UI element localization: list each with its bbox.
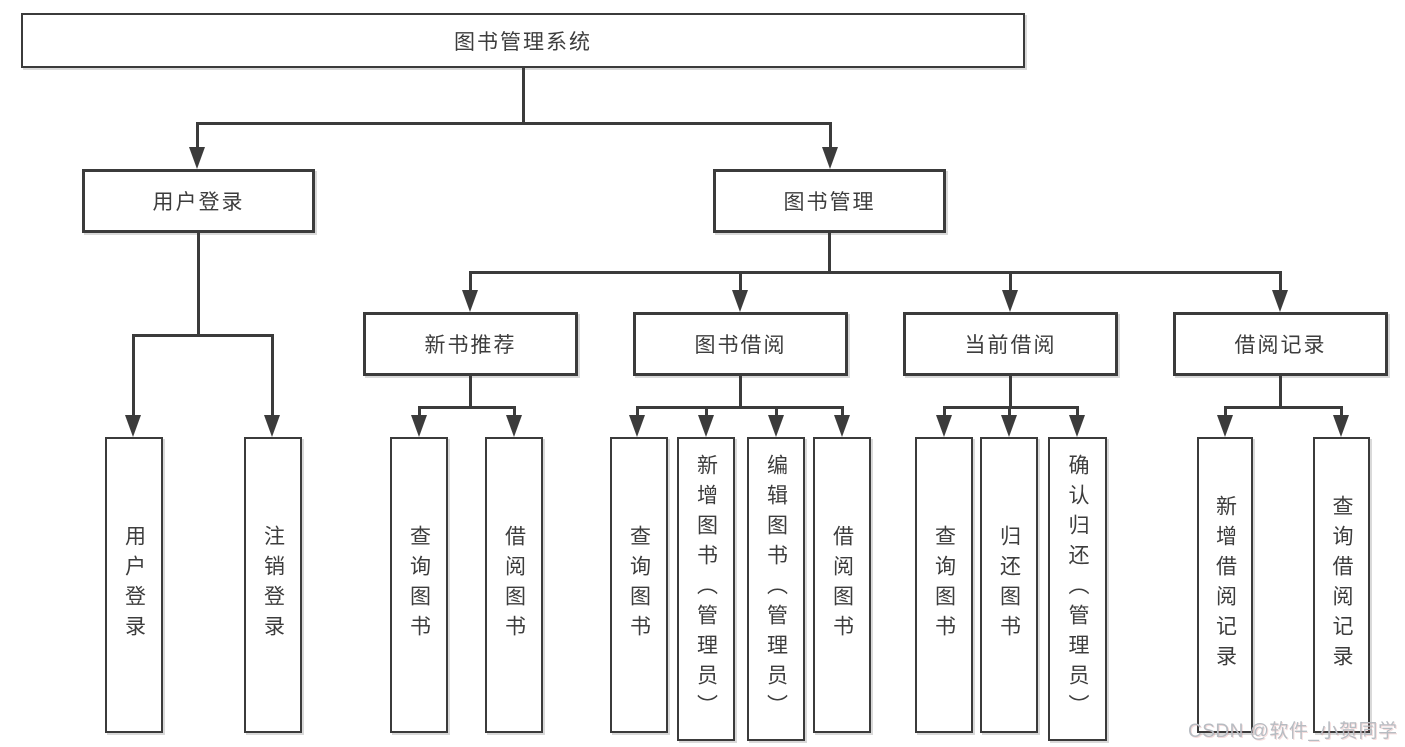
connector-drop-borrow-records-to-children-1: [1339, 407, 1343, 419]
arrow-down-icon: [768, 415, 784, 437]
node-new-book-recommend-label: 新书推荐: [424, 334, 517, 357]
connector-bar-borrow-records-to-children: [1223, 405, 1343, 409]
connector-drop-root-to-level2-1: [828, 123, 832, 151]
connector-stem-borrow-records-to-children: [1278, 376, 1282, 407]
leaf-logout-label: 注销登录: [261, 525, 285, 645]
arrow-down-icon: [264, 415, 280, 437]
leaf-borrow-books-borrow-label: 借阅图书: [830, 525, 854, 645]
connector-stem-root-to-level2: [521, 68, 525, 123]
leaf-add-book-admin-label: 新增图书（管理员）: [694, 454, 718, 724]
leaf-query-books-current-label: 查询图书: [932, 525, 956, 645]
node-user-login-label: 用户登录: [152, 191, 245, 214]
arrow-down-icon: [1069, 415, 1085, 437]
connector-drop-new-book-to-children-1: [512, 407, 516, 419]
leaf-confirm-return-admin-label: 确认归还（管理员）: [1066, 454, 1089, 724]
connector-drop-current-borrow-to-children-2: [1075, 407, 1079, 419]
connector-bar-current-borrow-to-children: [942, 405, 1079, 409]
arrow-down-icon: [936, 415, 952, 437]
arrow-down-icon: [1217, 415, 1233, 437]
connector-drop-current-borrow-to-children-1: [1007, 407, 1011, 419]
connector-drop-book-borrow-to-children-2: [774, 407, 778, 419]
connector-drop-new-book-to-children-0: [417, 407, 421, 419]
leaf-user-login-label: 用户登录: [122, 525, 146, 645]
arrow-down-icon: [125, 415, 141, 437]
node-root: 图书管理系统: [21, 13, 1025, 68]
leaf-query-borrow-record-label: 查询借阅记录: [1330, 495, 1353, 675]
arrow-down-icon: [411, 415, 427, 437]
connector-drop-book-mgmt-to-level3-0: [468, 272, 472, 294]
connector-drop-book-mgmt-to-level3-2: [1008, 272, 1012, 294]
leaf-user-login: 用户登录: [105, 437, 163, 733]
connector-stem-book-borrow-to-children: [738, 376, 742, 407]
leaf-add-book-admin: 新增图书（管理员）: [677, 437, 735, 741]
connector-drop-book-borrow-to-children-1: [704, 407, 708, 419]
connector-stem-book-mgmt-to-level3: [827, 233, 831, 272]
watermark: CSDN @软件_小贺同学: [1188, 721, 1398, 742]
connector-bar-book-borrow-to-children: [635, 405, 844, 409]
connector-drop-book-borrow-to-children-0: [635, 407, 639, 419]
leaf-query-books-borrow-label: 查询图书: [627, 525, 651, 645]
leaf-query-books-recommend-label: 查询图书: [407, 525, 431, 645]
leaf-confirm-return-admin: 确认归还（管理员）: [1048, 437, 1107, 741]
leaf-borrow-books-borrow: 借阅图书: [813, 437, 871, 733]
node-book-management: 图书管理: [713, 169, 946, 233]
node-book-borrow-label: 图书借阅: [694, 334, 787, 357]
node-root-label: 图书管理系统: [454, 30, 592, 54]
node-borrow-records-label: 借阅记录: [1234, 334, 1327, 357]
leaf-query-books-current: 查询图书: [915, 437, 973, 733]
node-book-borrow: 图书借阅: [633, 312, 848, 376]
arrow-down-icon: [1272, 290, 1288, 312]
arrow-down-icon: [506, 415, 522, 437]
node-book-management-label: 图书管理: [783, 191, 876, 214]
connector-stem-current-borrow-to-children: [1008, 376, 1012, 407]
arrow-down-icon: [1002, 290, 1018, 312]
connector-bar-new-book-to-children: [417, 405, 516, 409]
connector-drop-user-login-to-children-0: [131, 335, 135, 419]
leaf-query-books-recommend: 查询图书: [390, 437, 448, 733]
node-current-borrow: 当前借阅: [903, 312, 1118, 376]
arrow-down-icon: [1333, 415, 1349, 437]
arrow-down-icon: [189, 147, 205, 169]
arrow-down-icon: [698, 415, 714, 437]
connector-stem-new-book-to-children: [468, 376, 472, 407]
leaf-add-borrow-record: 新增借阅记录: [1197, 437, 1253, 733]
connector-drop-book-mgmt-to-level3-1: [738, 272, 742, 294]
arrow-down-icon: [629, 415, 645, 437]
node-user-login: 用户登录: [82, 169, 315, 233]
connector-drop-root-to-level2-0: [195, 123, 199, 151]
connector-bar-user-login-to-children: [131, 333, 274, 337]
leaf-edit-book-admin-label: 编辑图书（管理员）: [764, 454, 788, 724]
leaf-borrow-books-recommend-label: 借阅图书: [502, 525, 526, 645]
connector-drop-borrow-records-to-children-0: [1223, 407, 1227, 419]
leaf-return-book-label: 归还图书: [997, 525, 1021, 645]
arrow-down-icon: [732, 290, 748, 312]
leaf-logout: 注销登录: [244, 437, 302, 733]
connector-drop-book-borrow-to-children-3: [840, 407, 844, 419]
node-borrow-records: 借阅记录: [1173, 312, 1388, 376]
connector-bar-root-to-level2: [195, 121, 832, 125]
leaf-edit-book-admin: 编辑图书（管理员）: [747, 437, 805, 741]
leaf-query-books-borrow: 查询图书: [610, 437, 668, 733]
arrow-down-icon: [822, 147, 838, 169]
arrow-down-icon: [462, 290, 478, 312]
connector-drop-book-mgmt-to-level3-3: [1278, 272, 1282, 294]
connector-drop-current-borrow-to-children-0: [942, 407, 946, 419]
leaf-return-book: 归还图书: [980, 437, 1038, 733]
node-current-borrow-label: 当前借阅: [964, 334, 1057, 357]
leaf-add-borrow-record-label: 新增借阅记录: [1213, 495, 1237, 675]
leaf-query-borrow-record: 查询借阅记录: [1313, 437, 1370, 733]
node-new-book-recommend: 新书推荐: [363, 312, 578, 376]
arrow-down-icon: [834, 415, 850, 437]
connector-stem-user-login-to-children: [196, 233, 200, 335]
arrow-down-icon: [1001, 415, 1017, 437]
connector-bar-book-mgmt-to-level3: [468, 270, 1282, 274]
leaf-borrow-books-recommend: 借阅图书: [485, 437, 543, 733]
connector-drop-user-login-to-children-1: [270, 335, 274, 419]
